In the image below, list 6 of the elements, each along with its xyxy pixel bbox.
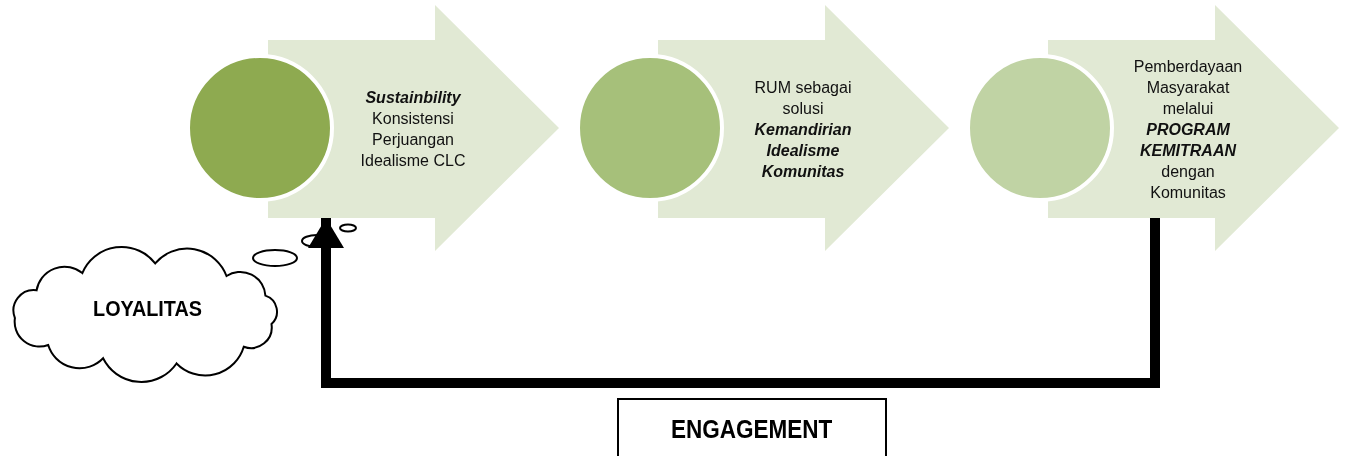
step-text: Sustainbility Konsistensi Perjuangan Idealisme CLC bbox=[359, 88, 467, 171]
step-text: RUM sebagai solusi Kemandirian Idealisme Komunitas bbox=[753, 77, 853, 182]
step-text: Pemberdayaan Masyarakat melalui PROGRAM KEMITRAAN dengan Komunitas bbox=[1132, 56, 1244, 203]
label-text: ENGAGEMENT bbox=[671, 414, 833, 444]
cloud-label: LOYALITAS bbox=[93, 296, 203, 322]
feedback-arrow bbox=[308, 218, 1160, 388]
